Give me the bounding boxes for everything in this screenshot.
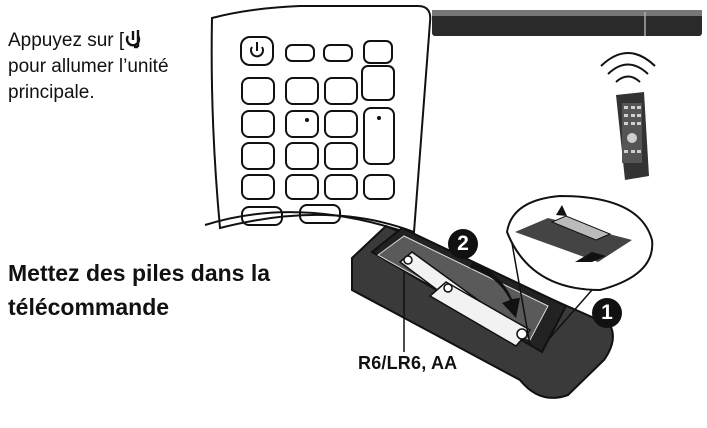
battery-icon — [398, 251, 532, 347]
battery-heading-line2: télécommande — [8, 294, 170, 320]
remote-control-icon — [616, 92, 649, 180]
callout-lines — [509, 231, 593, 346]
remote-closeup — [204, 5, 432, 236]
step-1-badge: 1 — [592, 298, 622, 328]
battery-heading: Mettez des piles dans la télécommande — [8, 256, 338, 324]
latch-closeup — [505, 194, 654, 292]
step-2-badge: 2 — [448, 229, 478, 259]
instruction-power: Appuyez sur [ pour allumer l’unité princ… — [8, 28, 218, 106]
power-inline-icon — [125, 30, 141, 49]
battery-type-label: R6/LR6, AA — [358, 353, 458, 373]
arrow-icon — [470, 262, 520, 318]
power-icon — [250, 42, 264, 58]
instruction-power-line3: principale. — [8, 82, 95, 103]
instruction-power-line1: Appuyez sur [ — [8, 30, 125, 51]
instruction-power-line2: pour allumer l’unité — [8, 56, 169, 77]
battery-heading-line1: Mettez des piles dans la — [8, 260, 271, 286]
power-button[interactable] — [240, 36, 274, 66]
soundbar-icon — [432, 10, 702, 36]
signal-waves-icon — [600, 52, 656, 83]
